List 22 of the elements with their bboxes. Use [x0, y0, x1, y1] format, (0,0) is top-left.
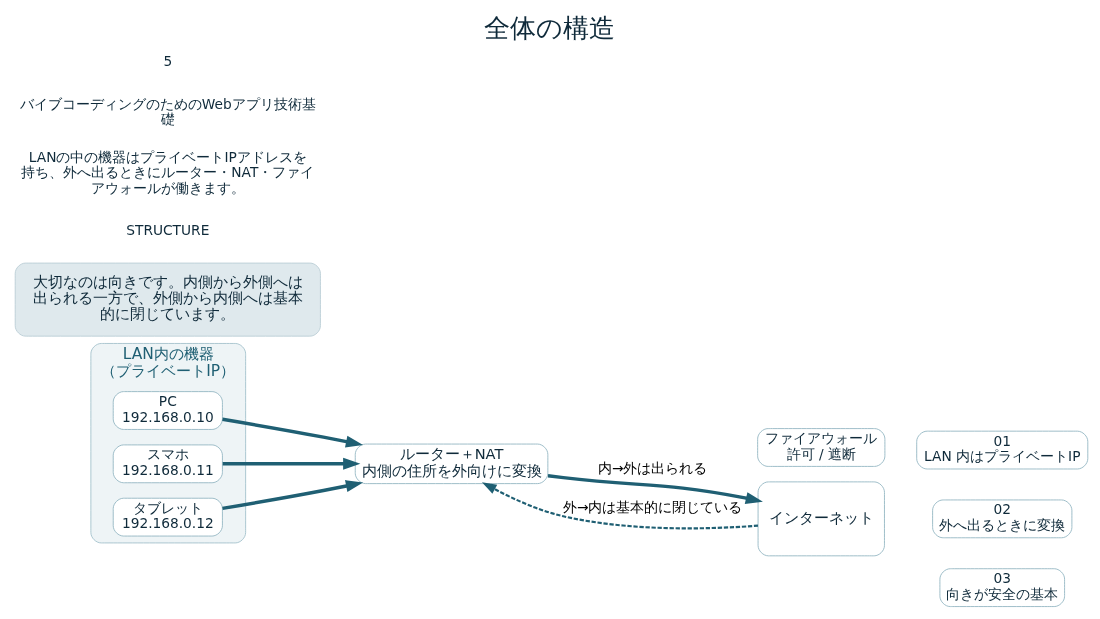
label: LANの中の機器はプライベートIPアドレスを持ち、外へ出るときにルーター・NAT・ファイアウォールが働きます。 [21, 148, 315, 196]
node-box: インターネット [757, 481, 885, 557]
node-box: PC 192.168.0.10 [112, 391, 223, 430]
node-box: ファイアウォール 許可 / 遮断 [757, 428, 886, 467]
arrow [222, 457, 361, 470]
node-box: 02 外へ出るときに変換 [932, 499, 1073, 539]
arrow [547, 474, 763, 504]
arrow [222, 417, 364, 448]
label: STRUCTURE [126, 221, 210, 238]
node-box: 01 LAN 内はプライベートIP [916, 430, 1089, 470]
node-box: スマホ 192.168.0.11 [112, 444, 223, 484]
arrow [222, 480, 364, 511]
node-box: タブレット 192.168.0.12 [112, 497, 223, 537]
node-box: 03 向きが安全の基本 [939, 568, 1065, 607]
arrow [481, 482, 759, 530]
diagram-title: 全体の構造 [484, 12, 616, 43]
node-box: 大切なのは向きです。内側から外側へは出られる一方で、外側から内側へは基本的に閉じています。 [14, 262, 321, 337]
label: バイブコーディングのためのWebアプリ技術基礎 [19, 95, 316, 128]
edge-label: 外→内は基本的に閉じている [562, 498, 743, 515]
label: 5 [163, 53, 173, 70]
node-box: ルーター＋NAT 内側の住所を外向けに変換 [354, 443, 549, 485]
edge-label: 内→外は出られる [597, 460, 708, 477]
